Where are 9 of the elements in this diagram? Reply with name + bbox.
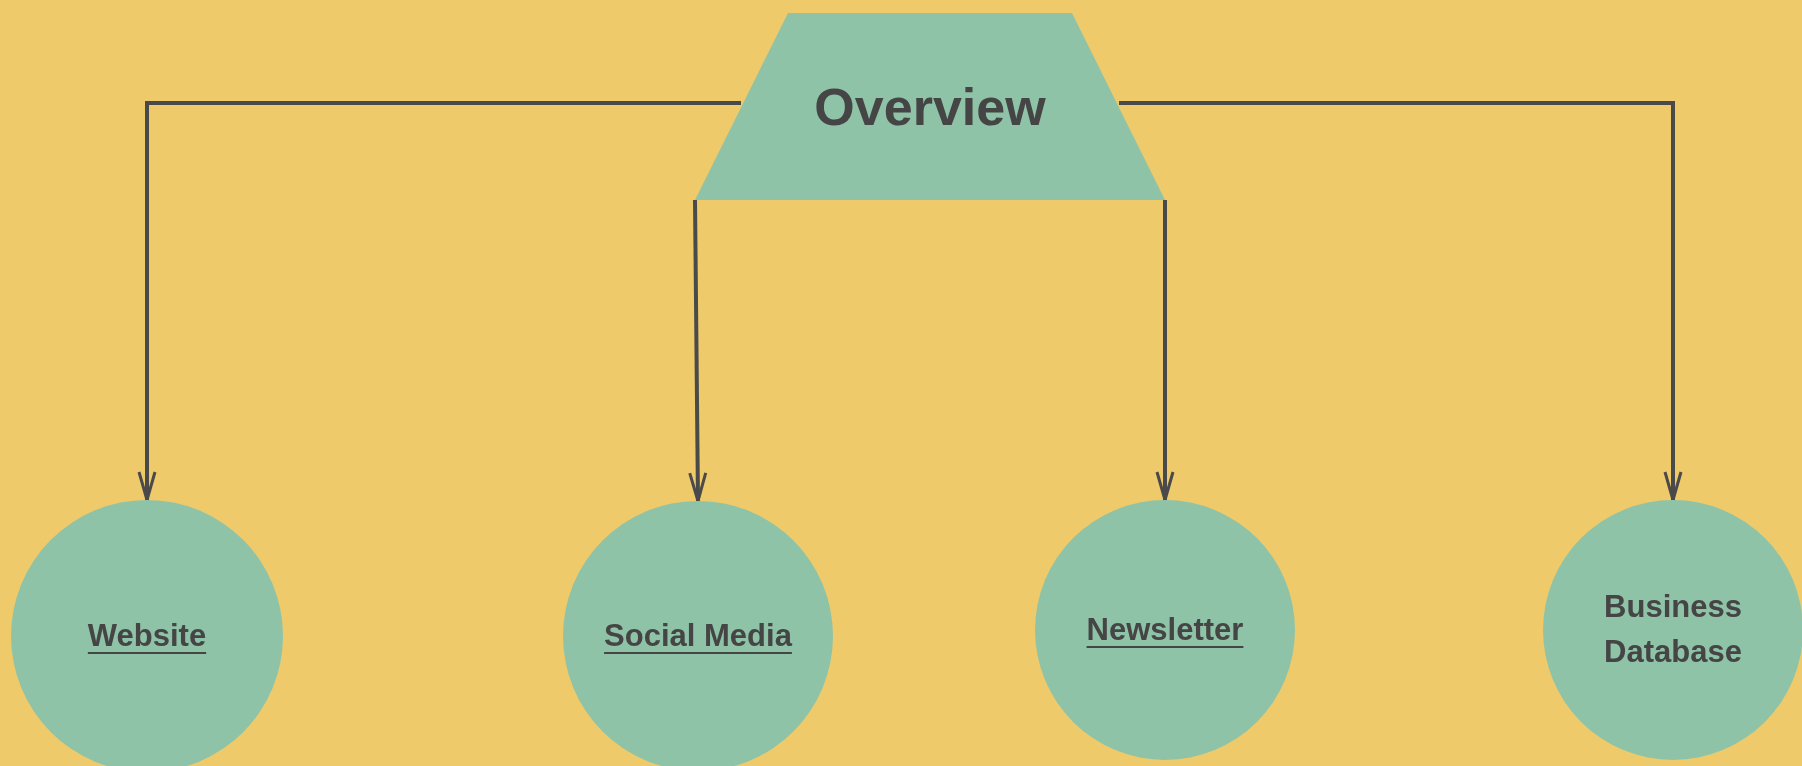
node-label: Social Media xyxy=(604,616,792,655)
arrow xyxy=(137,101,741,502)
node-label: Business Database xyxy=(1603,588,1743,671)
node-label: Website xyxy=(87,616,207,655)
arrow xyxy=(688,200,708,503)
arrow xyxy=(1155,200,1175,502)
arrow xyxy=(1119,101,1683,502)
title-text: Overview xyxy=(814,80,1046,133)
node-label: Newsletter xyxy=(1086,610,1244,649)
